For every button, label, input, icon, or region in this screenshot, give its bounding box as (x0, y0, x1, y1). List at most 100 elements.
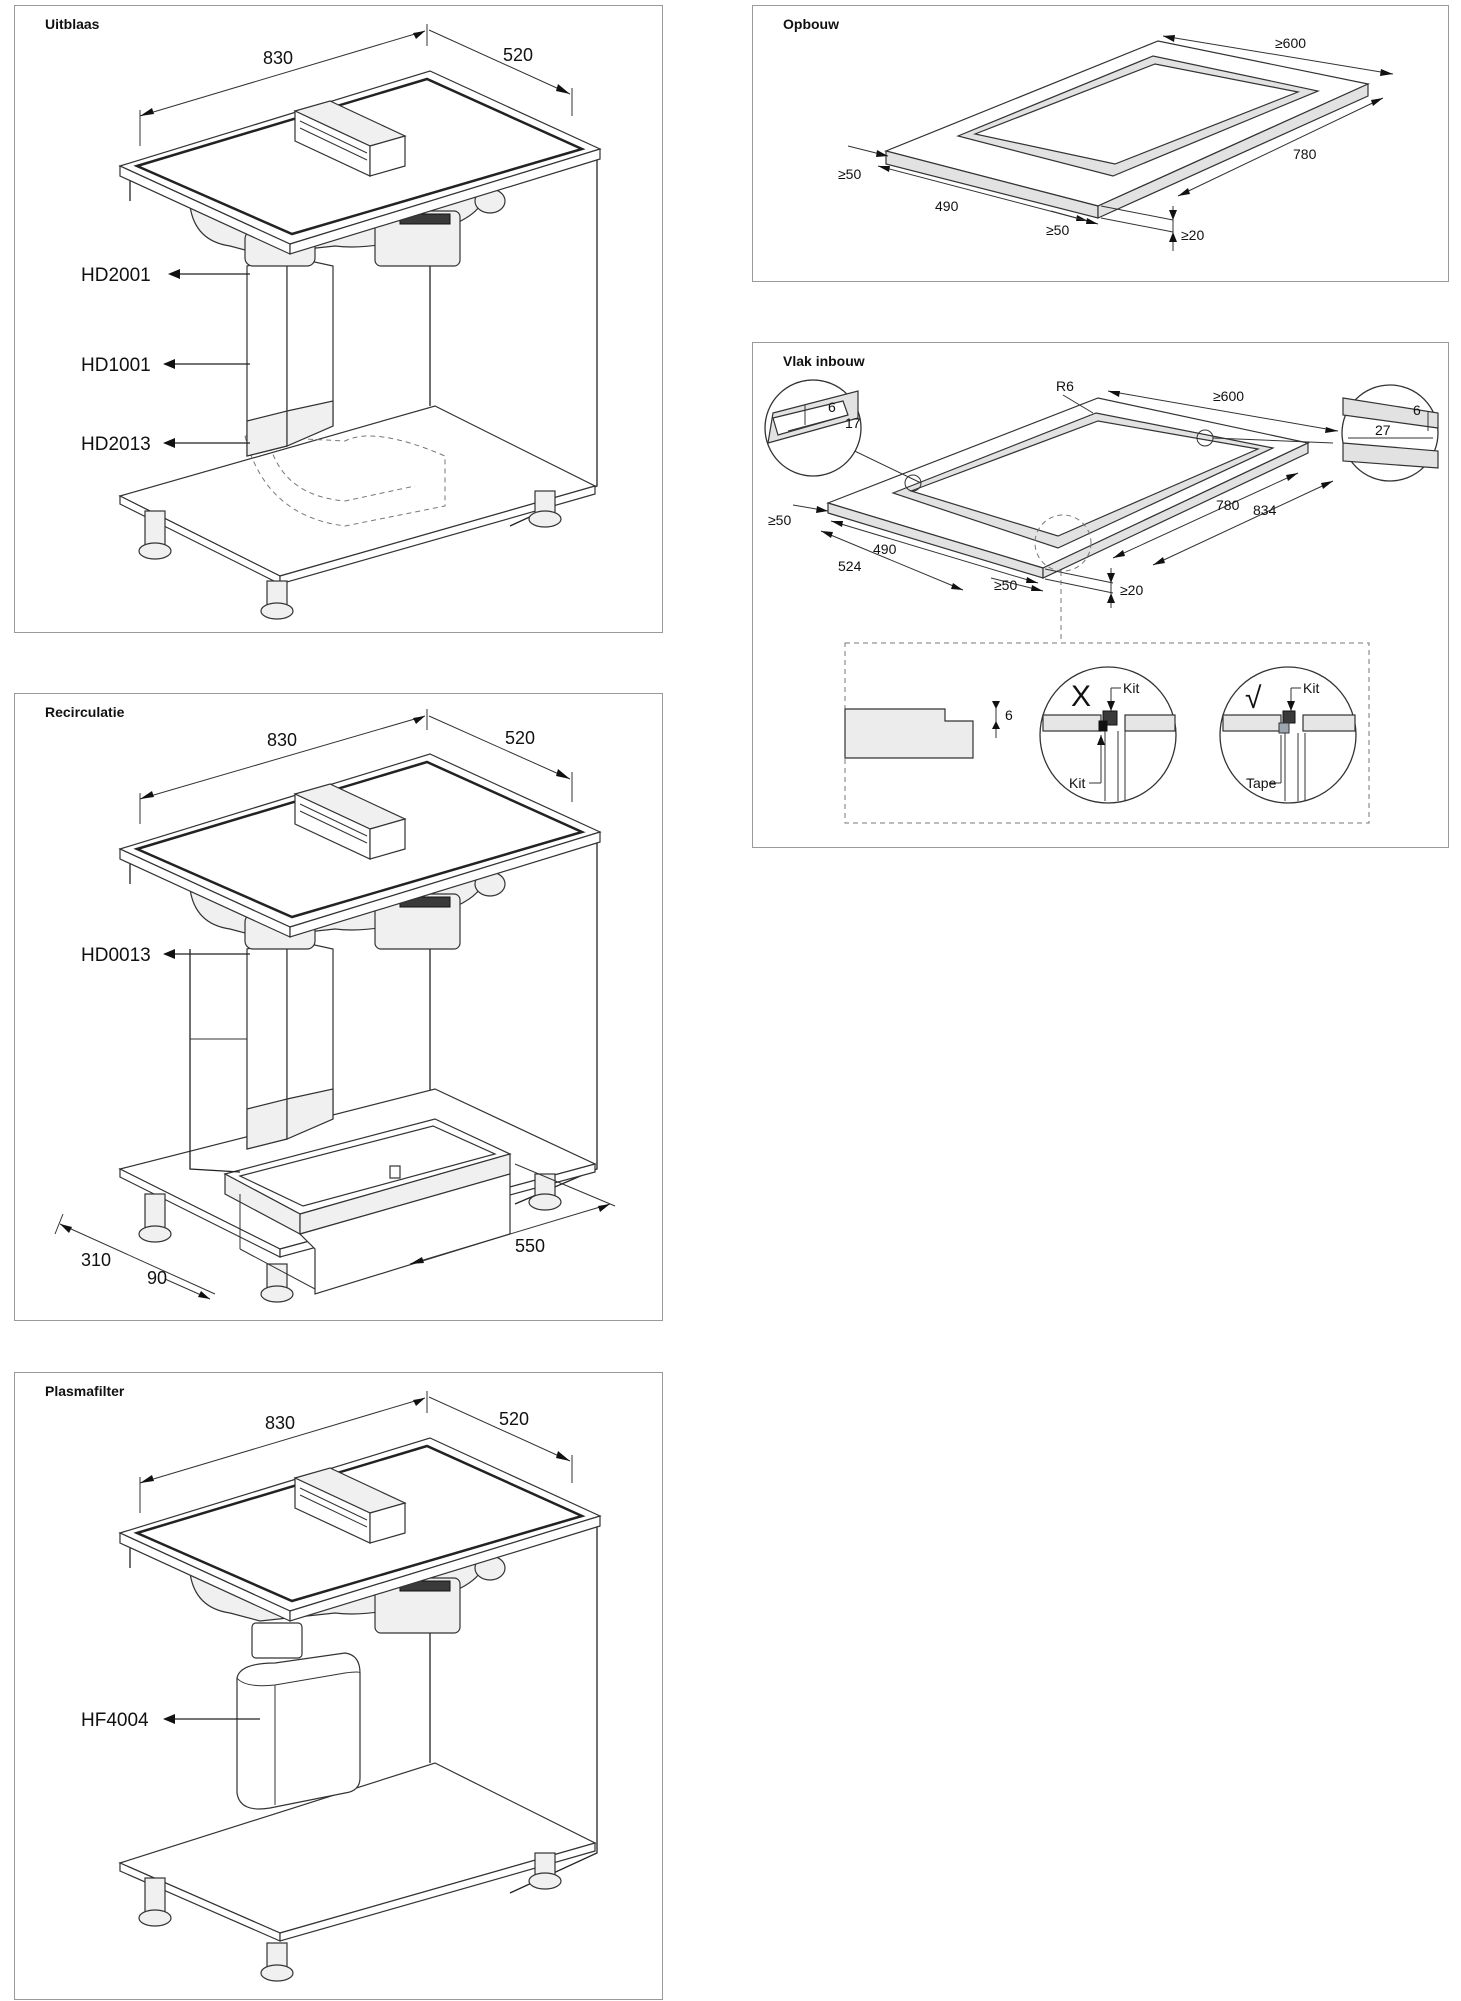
left-gap-label: 90 (147, 1268, 167, 1288)
left-gap-dimension-line (164, 1278, 211, 1300)
front-label: ≥50 (994, 577, 1017, 593)
right-edge-label: 27 (1375, 422, 1391, 438)
outer-depth-dimension-line (1152, 480, 1334, 566)
front-dimension-line (1050, 210, 1099, 225)
width-dimension-line (139, 24, 428, 146)
section-zoom-marker (1034, 514, 1092, 572)
part-arrow-top (168, 269, 250, 279)
width-label: 830 (265, 1413, 295, 1433)
depth-label: 520 (499, 1409, 529, 1429)
right-width-label: 550 (515, 1236, 545, 1256)
panel-title: Recirculatie (45, 704, 125, 720)
cabinet (118, 1523, 598, 1982)
part-arrow-bottom (163, 438, 250, 448)
cabinet (118, 156, 598, 620)
duct-column (189, 938, 334, 1173)
left-edge-label: 17 (845, 415, 861, 431)
height-dimension-line (1100, 205, 1177, 251)
back-dimension-line (1107, 390, 1339, 433)
duct-column (246, 255, 334, 457)
height-label: ≥20 (1120, 582, 1143, 598)
panel-recirculatie: Recirculatie 830 520 (14, 693, 663, 1321)
back-dimension-line (1162, 35, 1394, 76)
downdraft-vent (293, 1467, 407, 1544)
back-label: ≥600 (1213, 388, 1244, 404)
left-dimension-line (847, 145, 889, 157)
depth-dimension-line (428, 1396, 573, 1483)
downdraft-vent (293, 100, 407, 177)
depth-label: 520 (505, 728, 535, 748)
width-dimension-line (139, 709, 428, 824)
right-mark: √ (1245, 682, 1262, 715)
panel-title: Vlak inbouw (783, 353, 865, 369)
plinth-filter-box (223, 1118, 512, 1295)
depth-label: 520 (503, 45, 533, 65)
width-label: 830 (263, 48, 293, 68)
right-detail-circle (1341, 384, 1439, 482)
panel-vlak-inbouw: Vlak inbouw 6 17 (752, 342, 1449, 848)
left-detail-circle (764, 379, 862, 477)
part-label-bottom: HD2013 (81, 434, 151, 455)
panel-title: Uitblaas (45, 16, 100, 32)
part-label-main: HD0013 (81, 945, 151, 966)
left-dimension-line (792, 504, 829, 513)
part-arrow-main (163, 949, 250, 959)
depth-dimension-line (428, 715, 573, 802)
depth-dimension-line (428, 29, 573, 116)
outer-depth-label: 834 (1253, 502, 1277, 518)
depth-label: 780 (1293, 146, 1317, 162)
radius-leader (1062, 394, 1094, 414)
front-dimension-line (990, 577, 1044, 592)
right-rebate-label: 6 (1413, 402, 1421, 418)
plasmafilter-drawing: 830 520 (81, 1391, 602, 1982)
left-rebate-label: 6 (828, 399, 836, 415)
width-label: 830 (267, 730, 297, 750)
left-label: ≥50 (838, 166, 861, 182)
opbouw-drawing: ≥600 ≥50 490 ≥50 780 (838, 35, 1394, 251)
front-label: ≥50 (1046, 222, 1069, 238)
recirculatie-drawing: 830 520 (54, 709, 616, 1303)
inner-depth-dimension-line (1112, 472, 1299, 559)
wrong-detail-circle (1039, 666, 1177, 804)
outer-width-dimension-line (820, 530, 964, 591)
outer-width-label: 524 (838, 558, 862, 574)
step-label: 6 (1005, 707, 1013, 723)
left-label: ≥50 (768, 512, 791, 528)
left-depth-label: 310 (81, 1250, 111, 1270)
height-label: ≥20 (1181, 227, 1204, 243)
duct-bend-inner-hidden (269, 445, 416, 502)
back-label: ≥600 (1275, 35, 1306, 51)
panel-plasmafilter: Plasmafilter 830 520 (14, 1372, 663, 2000)
height-dimension-line (1044, 568, 1115, 608)
part-arrow-middle (163, 359, 250, 369)
panel-uitblaas: Uitblaas 830 520 (14, 5, 663, 633)
panel-title: Opbouw (783, 16, 839, 32)
wrong-kit-top-label: Kit (1123, 680, 1139, 696)
panel-title: Plasmafilter (45, 1383, 125, 1399)
radius-label: R6 (1056, 378, 1074, 394)
countertop-slab (884, 40, 1370, 219)
plasma-filter-unit (236, 1622, 361, 1810)
part-label-top: HD2001 (81, 265, 151, 286)
width-dimension-line (139, 1391, 428, 1513)
uitblaas-drawing: 830 520 (81, 24, 602, 620)
left-depth-dimension-line (54, 1213, 216, 1295)
inner-depth-label: 780 (1216, 497, 1240, 513)
right-detail-section-circle (1219, 666, 1357, 804)
width-label: 490 (935, 198, 959, 214)
duct-bend-hidden (244, 435, 446, 527)
wrong-kit-bottom-label: Kit (1069, 775, 1085, 791)
panel-opbouw: Opbouw ≥600 ≥50 490 (752, 5, 1449, 282)
part-arrow-main (163, 1714, 260, 1724)
depth-dimension-line (1177, 97, 1384, 197)
inner-width-label: 490 (873, 541, 897, 557)
right-kit-top-label: Kit (1303, 680, 1319, 696)
part-label-middle: HD1001 (81, 355, 151, 376)
part-label-main: HF4004 (81, 1710, 149, 1731)
right-width-dimension-line (409, 1163, 616, 1265)
rebate-section (844, 701, 1000, 759)
tape-label: Tape (1246, 775, 1277, 791)
vlak-inbouw-drawing: 6 17 6 27 R6 ≥600 ≥50 (764, 378, 1439, 824)
inner-width-dimension-line (830, 520, 1039, 584)
wrong-mark: X (1071, 680, 1091, 713)
